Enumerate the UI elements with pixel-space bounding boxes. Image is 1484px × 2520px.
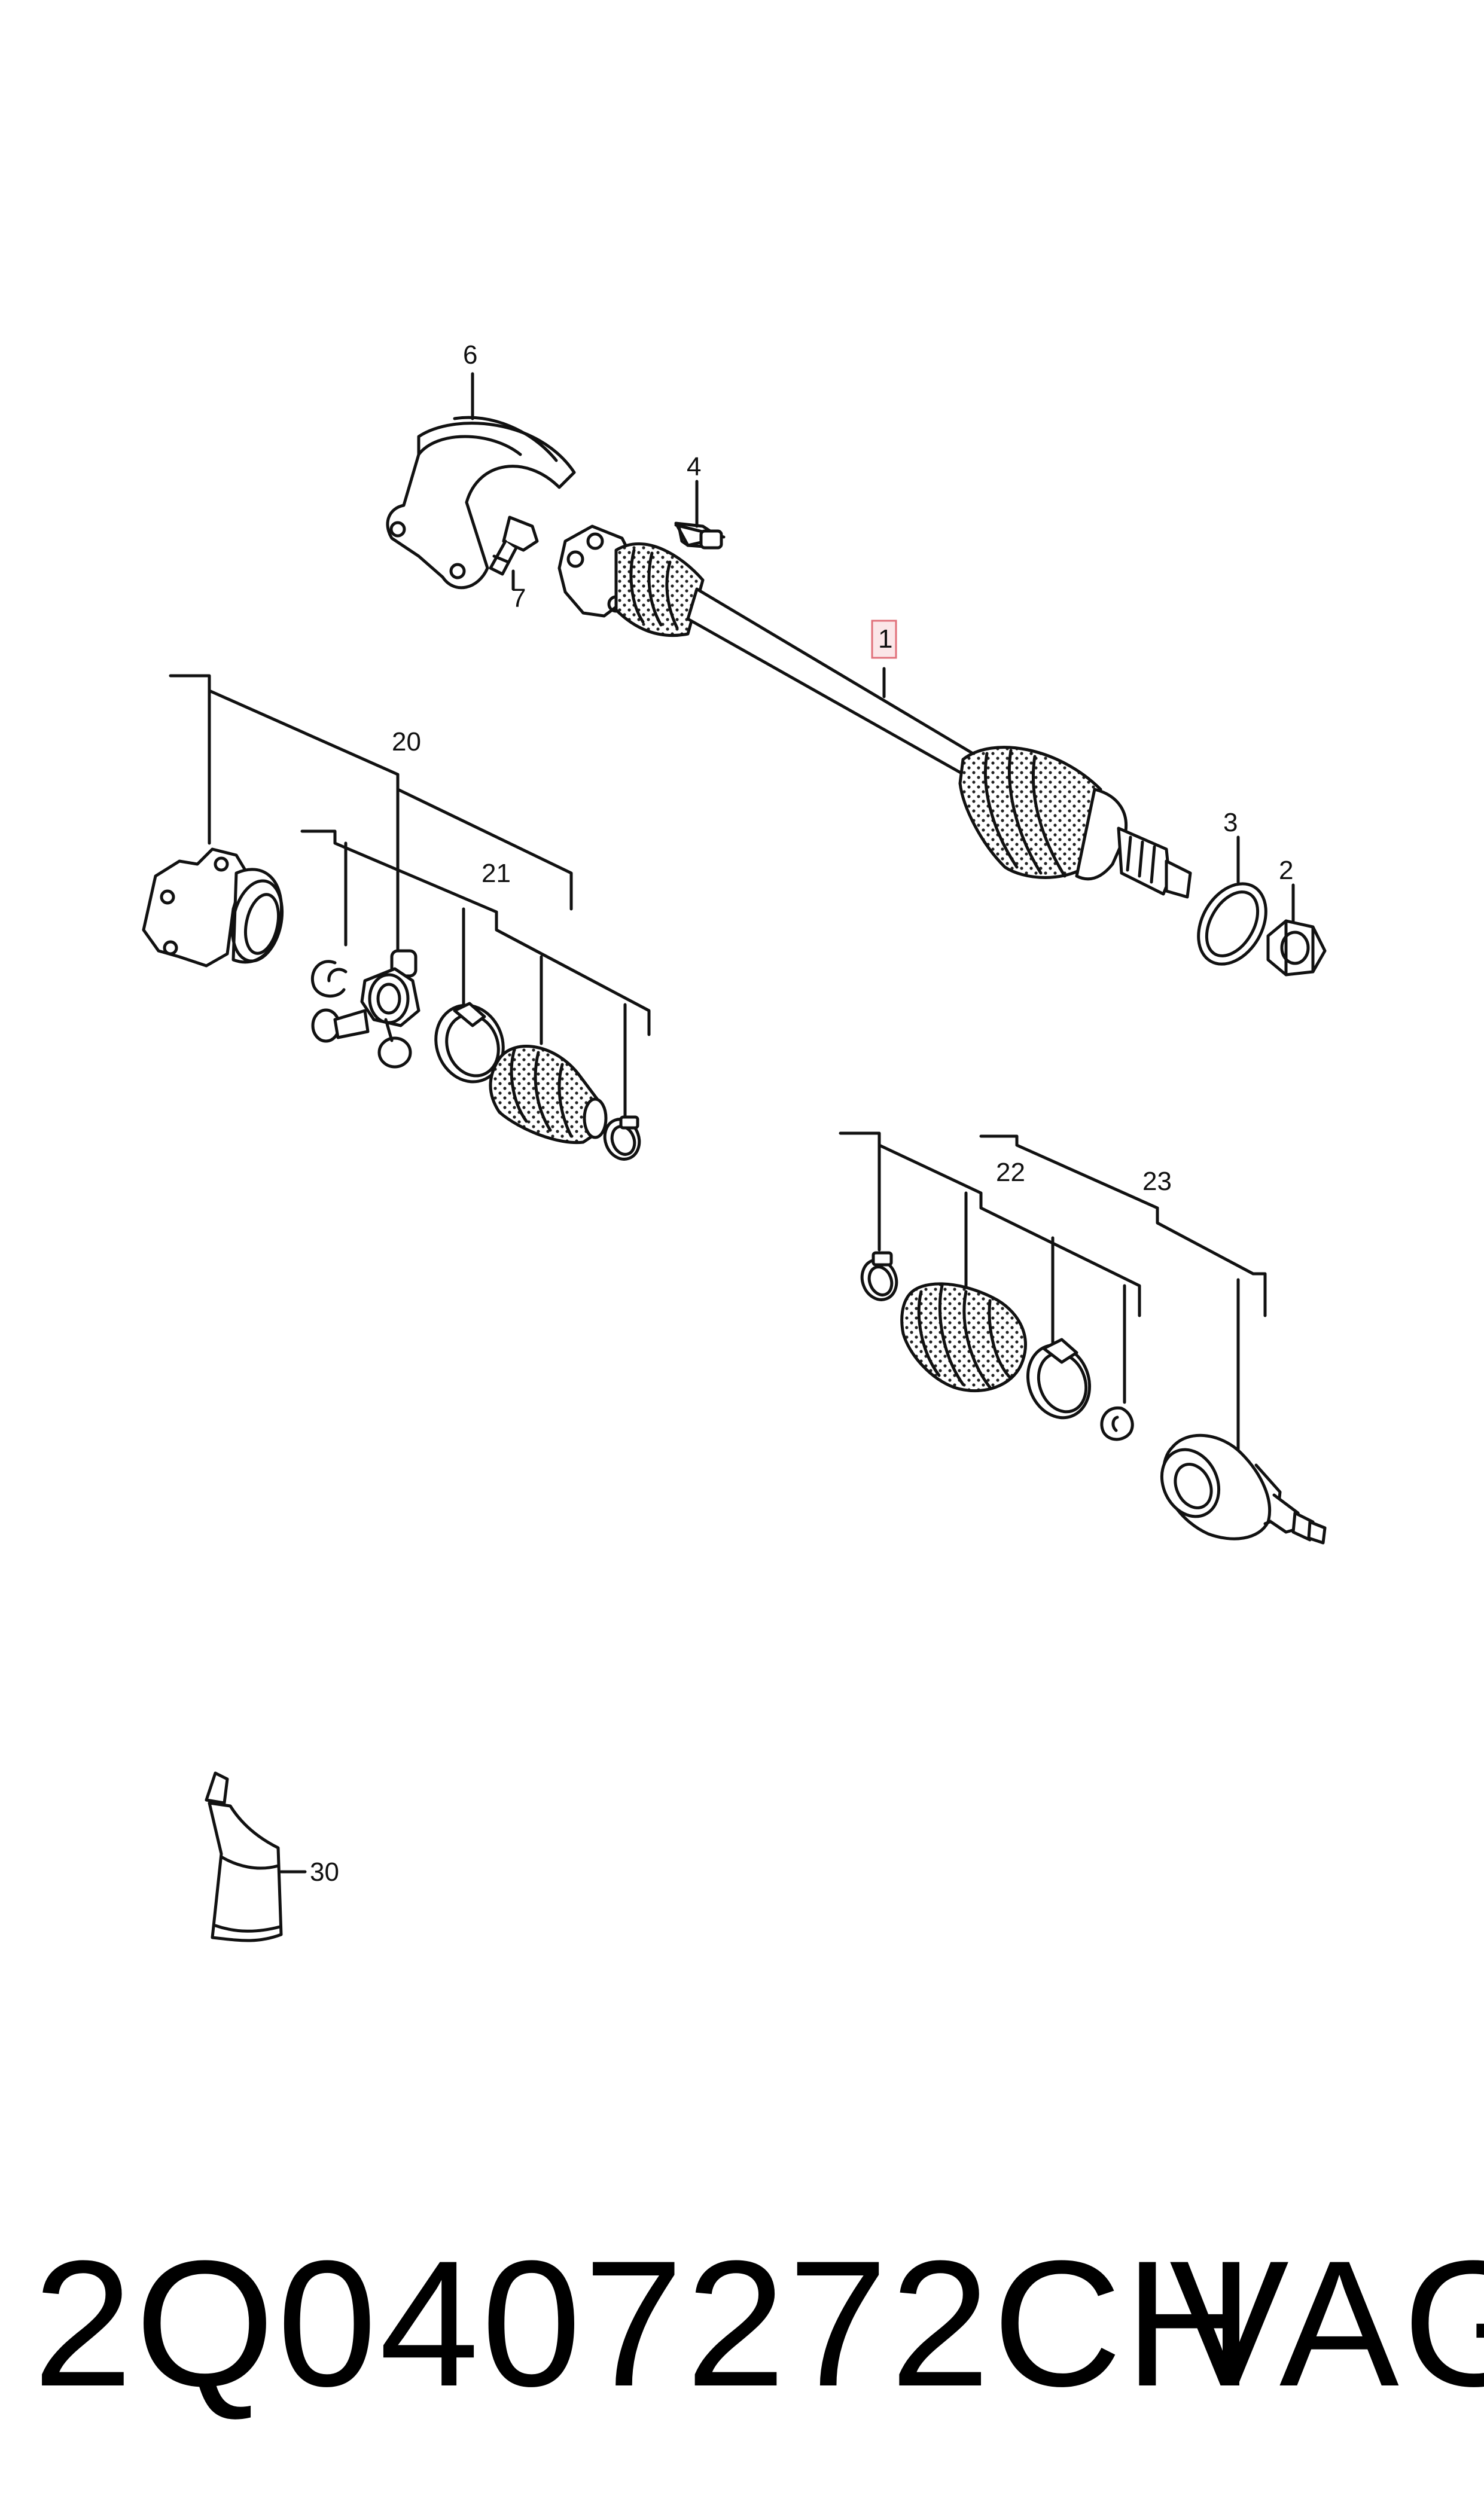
callout-21: 21 — [482, 859, 511, 888]
heat-shield-part-6 — [386, 416, 576, 590]
bolt-part-4 — [674, 521, 726, 550]
callout-2: 2 — [1279, 856, 1293, 885]
circlip-part-22 — [1100, 1406, 1134, 1441]
callout-6: 6 — [463, 340, 477, 370]
drive-shaft-part-1 — [557, 524, 1192, 899]
outer-boot-part-22 — [900, 1282, 1027, 1393]
part-number: 2Q0407272CH — [33, 2223, 1257, 2424]
callout-20: 20 — [392, 727, 421, 756]
callout-22: 22 — [996, 1158, 1025, 1187]
callout-1: 1 — [878, 624, 892, 654]
small-clamp-part-22 — [860, 1251, 898, 1301]
callout-3: 3 — [1223, 808, 1238, 837]
tripod-joint-part-20 — [311, 949, 420, 1069]
callout-4: 4 — [687, 452, 701, 481]
bracket-21 — [300, 829, 651, 1036]
outer-cv-joint-part-23 — [1160, 1433, 1327, 1545]
bracket-23 — [979, 1134, 1267, 1317]
brand-name: VAG — [1169, 2223, 1484, 2424]
small-clamp-part-21 — [603, 1115, 641, 1161]
callout-7: 7 — [511, 584, 526, 613]
bolt-part-7 — [489, 515, 539, 576]
bracket-20 — [169, 674, 573, 911]
collar-nut-part-2 — [1266, 919, 1327, 977]
callout-30: 30 — [310, 1857, 339, 1887]
inner-joint-housing-part-20 — [142, 847, 284, 968]
callout-1-highlight-box — [871, 620, 897, 659]
caption-footer: 2Q0407272CH VAG — [33, 2223, 1484, 2424]
callout-23: 23 — [1142, 1167, 1172, 1196]
band-clamp-part-22 — [1026, 1338, 1092, 1420]
circlip-part-21 — [310, 960, 348, 998]
bracket-22 — [839, 1131, 1141, 1317]
grease-tube-part-30 — [205, 1771, 283, 1942]
boot-clamp-part-21 — [434, 1002, 505, 1084]
seal-ring-part-3 — [1197, 882, 1267, 966]
inner-boot-part-21 — [489, 1045, 608, 1145]
